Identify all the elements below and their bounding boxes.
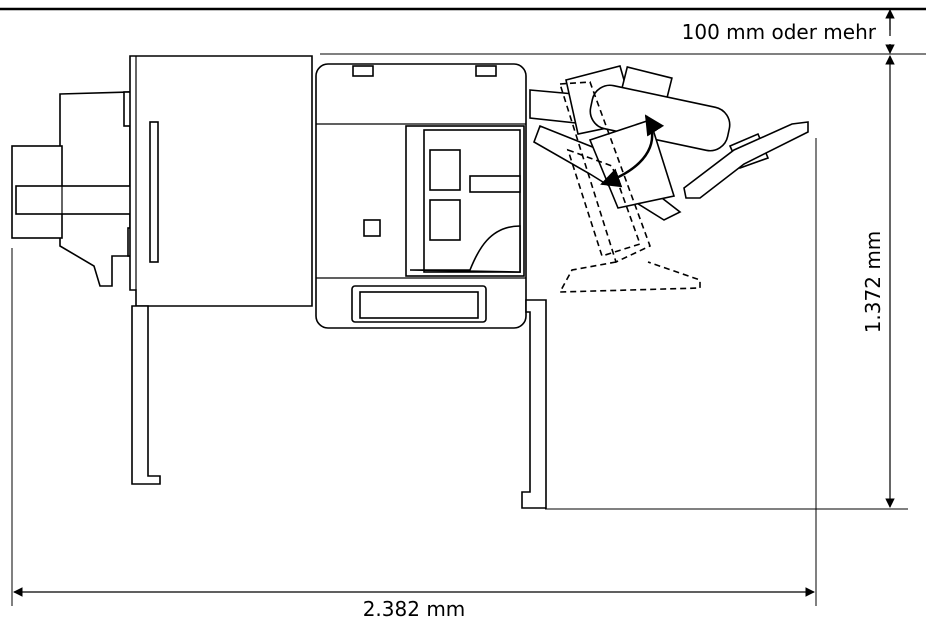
main-body xyxy=(129,55,313,307)
clearance-dimension: 100 mm oder mehr xyxy=(682,9,895,54)
width-label: 2.382 mm xyxy=(363,597,466,621)
printer-unit xyxy=(315,63,527,329)
tray-alternate-position xyxy=(558,81,701,293)
extension-lines xyxy=(11,53,926,606)
finisher-tray xyxy=(529,65,809,221)
left-support xyxy=(131,305,161,485)
width-dimension: 2.382 mm xyxy=(13,587,815,621)
depth-label: 1.372 mm xyxy=(861,231,885,334)
rotation-arrow xyxy=(600,114,665,188)
depth-dimension: 1.372 mm xyxy=(861,55,895,508)
clearance-label: 100 mm oder mehr xyxy=(682,20,877,44)
right-support xyxy=(521,299,547,509)
